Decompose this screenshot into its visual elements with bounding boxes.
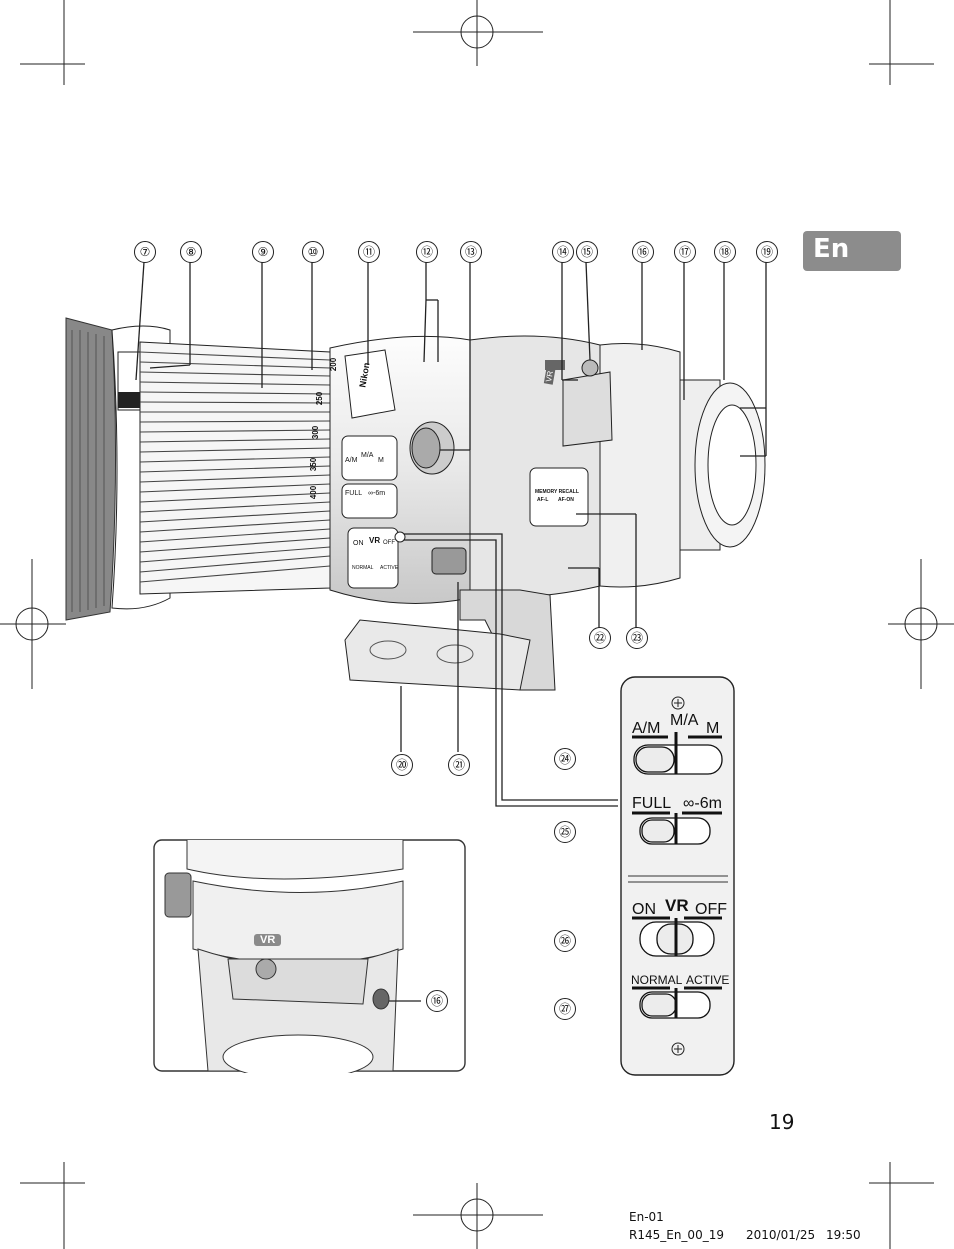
panel-focus-ma-label: M/A bbox=[670, 712, 699, 729]
callout-19: ⑲ bbox=[756, 241, 778, 263]
panel-limiter-full-label: FULL bbox=[632, 795, 672, 812]
footer-time: 19:50 bbox=[826, 1228, 861, 1242]
panel-vr-off-label: OFF bbox=[695, 901, 727, 918]
footer-code: En-01 bbox=[629, 1210, 664, 1224]
callout-14: ⑭ bbox=[552, 241, 574, 263]
callout-11: ⑪ bbox=[358, 241, 380, 263]
callout-26: ㉖ bbox=[554, 930, 576, 952]
lens-vr-on: ON bbox=[353, 540, 364, 547]
lens-memory-afl: AF-L bbox=[537, 497, 549, 503]
lens-memory-afon: AF-ON bbox=[558, 497, 574, 503]
footer-date: 2010/01/25 bbox=[746, 1228, 816, 1242]
callout-24: ㉔ bbox=[554, 748, 576, 770]
switch-panel bbox=[620, 676, 735, 1076]
callout-13: ⑬ bbox=[460, 241, 482, 263]
page-number: 19 bbox=[769, 1110, 795, 1134]
focal-mark-350: 350 bbox=[309, 457, 319, 472]
focal-mark-300: 300 bbox=[311, 425, 321, 440]
lens-memory-recall: MEMORY RECALL bbox=[535, 489, 579, 495]
callout-15: ⑮ bbox=[576, 241, 598, 263]
footer-file: R145_En_00_19 bbox=[629, 1228, 724, 1242]
callout-18: ⑱ bbox=[714, 241, 736, 263]
lens-vr-normal: NORMAL bbox=[352, 565, 374, 571]
focal-mark-200: 200 bbox=[329, 357, 339, 372]
language-tab: En bbox=[803, 231, 901, 271]
lens-limiter-range: ∞-6m bbox=[368, 490, 386, 497]
callout-17: ⑰ bbox=[674, 241, 696, 263]
focal-mark-400: 400 bbox=[309, 485, 319, 500]
inset-vr-badge: VR bbox=[254, 934, 282, 946]
panel-vr-normal-label: NORMAL bbox=[631, 973, 683, 987]
callout-21: ㉑ bbox=[448, 754, 470, 776]
lens-focus-mode-m: M bbox=[378, 457, 384, 464]
callout-8: ⑧ bbox=[180, 241, 202, 263]
lens-focus-mode-am: A/M bbox=[345, 457, 358, 464]
panel-vr-label: VR bbox=[665, 896, 689, 915]
panel-limiter-range-label: ∞-6m bbox=[683, 795, 722, 812]
panel-focus-am-label: A/M bbox=[632, 720, 661, 737]
lens-limiter-full: FULL bbox=[345, 490, 363, 497]
panel-vr-on-label: ON bbox=[632, 901, 656, 918]
lens-vr-off: OFF bbox=[383, 540, 395, 546]
callout-16: ⑯ bbox=[632, 241, 654, 263]
callout-12: ⑫ bbox=[416, 241, 438, 263]
lens-vr-active: ACTIVE bbox=[380, 565, 399, 571]
inset-callout-16: ⑯ bbox=[426, 990, 448, 1012]
callout-9: ⑨ bbox=[252, 241, 274, 263]
focal-mark-250: 250 bbox=[315, 391, 325, 406]
callout-10: ⑩ bbox=[302, 241, 324, 263]
callout-23: ㉓ bbox=[626, 627, 648, 649]
panel-focus-m-label: M bbox=[706, 720, 720, 737]
panel-vr-active-label: ACTIVE bbox=[686, 973, 730, 987]
inset-illustration bbox=[153, 839, 466, 1073]
callout-22: ㉒ bbox=[589, 627, 611, 649]
lens-vr-label: VR bbox=[369, 536, 381, 545]
callout-20: ⑳ bbox=[391, 754, 413, 776]
lens-focus-mode-ma: M/A bbox=[361, 452, 374, 459]
callout-7: ⑦ bbox=[134, 241, 156, 263]
callout-25: ㉕ bbox=[554, 821, 576, 843]
callout-27: ㉗ bbox=[554, 998, 576, 1020]
